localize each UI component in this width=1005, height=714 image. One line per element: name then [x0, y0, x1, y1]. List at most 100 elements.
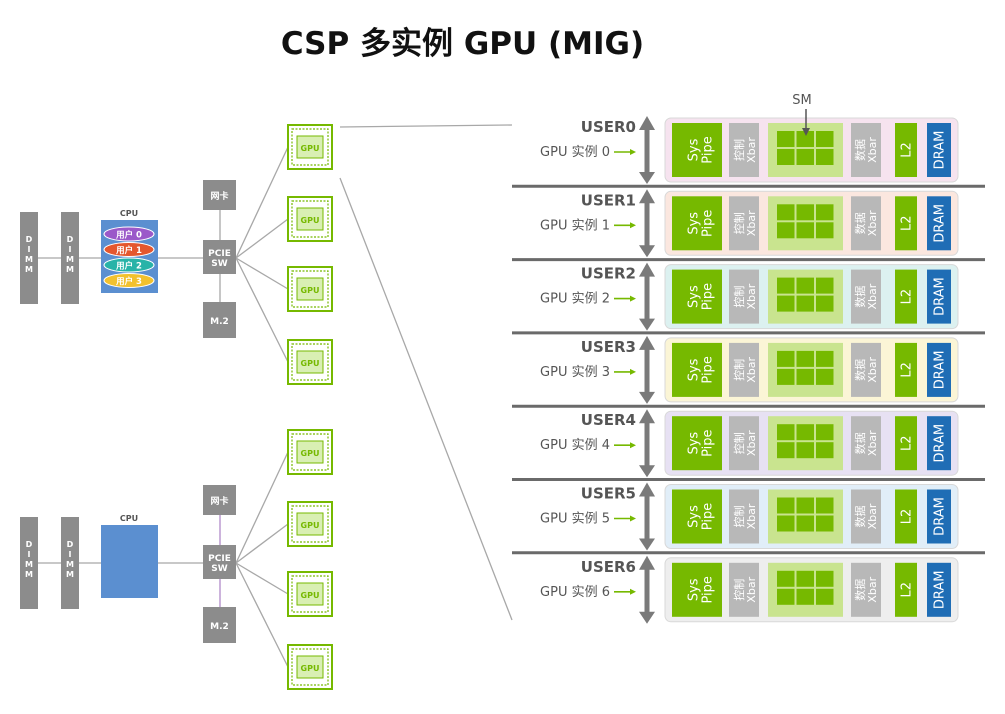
- instance-arrow-head: [630, 368, 636, 375]
- instance-label: GPU 实例 6: [540, 585, 610, 600]
- data-xbar-box: [851, 416, 881, 471]
- gpu-chip-1-2: GPU: [287, 571, 333, 617]
- dimm-letter: I: [28, 550, 31, 559]
- dram-box: [927, 269, 951, 324]
- pcie-switch-0-label: PCIE: [208, 249, 231, 259]
- gpu-chip-die: [296, 350, 324, 374]
- sm-unit: [796, 350, 814, 367]
- sm-unit: [796, 442, 814, 459]
- sys-pipe-label: SysPipe: [686, 283, 715, 310]
- link-line: [235, 218, 289, 259]
- ctrl-xbar-label: 控制Xbar: [732, 283, 758, 309]
- sm-unit: [777, 222, 795, 239]
- sm-unit: [777, 295, 795, 312]
- dram-box: [927, 489, 951, 544]
- ctrl-xbar-label-line: 控制: [732, 359, 746, 381]
- instance-arrow-head: [630, 149, 636, 155]
- link-line: [235, 523, 289, 564]
- sys-pipe-label-line: Sys: [686, 285, 701, 308]
- ctrl-xbar-label-line: Xbar: [745, 137, 758, 163]
- data-xbar-label: 数据Xbar: [853, 576, 879, 602]
- gpu-chip-pins: [291, 575, 329, 613]
- dram-box: [927, 196, 951, 251]
- cpu-user-2: 用户 2: [103, 257, 155, 273]
- page-title: CSP 多实例 GPU (MIG): [280, 26, 645, 62]
- ctrl-xbar-label-line: Xbar: [745, 210, 758, 236]
- data-xbar-box: [851, 562, 881, 617]
- dimm-letter: M: [66, 560, 74, 569]
- ctrl-xbar-label-line: 控制: [732, 139, 746, 161]
- ctrl-xbar-label-line: 控制: [732, 506, 746, 528]
- dram-label-line: DRAM: [933, 131, 948, 170]
- link-line: [235, 146, 289, 259]
- data-xbar-label-line: 数据: [853, 359, 867, 381]
- data-xbar-label-line: Xbar: [866, 576, 879, 602]
- sm-unit: [796, 204, 814, 221]
- range-arrow-down: [639, 611, 655, 624]
- pcie-switch-0-box: [203, 240, 236, 274]
- data-xbar-label-line: 数据: [853, 579, 867, 601]
- sm-unit: [777, 424, 795, 441]
- data-xbar-label: 数据Xbar: [853, 357, 879, 383]
- data-xbar-box: [851, 342, 881, 397]
- link-line: [235, 257, 289, 290]
- sm-unit: [777, 515, 795, 532]
- nic-1-label: 网卡: [210, 495, 228, 507]
- gpu-chip-die: [296, 207, 324, 231]
- sys-pipe-box: [672, 416, 722, 471]
- l2-label: L2: [900, 142, 915, 158]
- sm-unit: [796, 570, 814, 587]
- ctrl-xbar-label-line: Xbar: [745, 430, 758, 456]
- dimm-letter: D: [67, 235, 74, 244]
- link-line: [235, 257, 289, 363]
- sys-pipe-label-line: Pipe: [701, 283, 716, 310]
- dimm-letter: I: [69, 245, 72, 254]
- ctrl-xbar-label-line: Xbar: [745, 503, 758, 529]
- user-label: USER1: [581, 191, 636, 209]
- sm-callout-label: SM: [792, 93, 811, 108]
- range-arrow-down: [639, 318, 655, 331]
- dram-label-line: DRAM: [933, 424, 948, 463]
- l2-label-line: L2: [900, 362, 915, 378]
- server-0-links: [20, 146, 289, 363]
- ctrl-xbar-label: 控制Xbar: [732, 430, 758, 456]
- dram-box: [927, 416, 951, 471]
- cpu-user-pill: [103, 273, 155, 288]
- data-xbar-label-line: Xbar: [866, 503, 879, 529]
- sm-unit: [777, 497, 795, 514]
- gpu-label: GPU: [301, 664, 320, 673]
- data-xbar-label: 数据Xbar: [853, 503, 879, 529]
- ctrl-xbar-label-line: Xbar: [745, 576, 758, 602]
- sm-unit: [777, 368, 795, 385]
- gpu-chip-pins: [291, 270, 329, 308]
- sys-pipe-box: [672, 342, 722, 397]
- cpu-label: CPU: [120, 209, 138, 218]
- gpu-label: GPU: [301, 359, 320, 368]
- sm-unit: [796, 131, 814, 147]
- l2-box: [895, 123, 917, 177]
- m2-1-box: [203, 607, 236, 643]
- gpu-chip-outline: [287, 501, 333, 547]
- sys-pipe-label-line: Sys: [686, 505, 701, 528]
- range-arrow-up: [639, 482, 655, 497]
- ctrl-xbar-label-line: 控制: [732, 432, 746, 454]
- instance-label: GPU 实例 0: [540, 145, 610, 160]
- l2-box: [895, 562, 917, 617]
- gpu-chip-0-3: GPU: [287, 339, 333, 385]
- dram-label: DRAM: [933, 497, 948, 536]
- sm-unit: [796, 368, 814, 385]
- user-label: USER0: [581, 118, 636, 136]
- data-xbar-label-line: 数据: [853, 139, 867, 161]
- sm-unit: [816, 515, 834, 532]
- zoom-line-top: [339, 124, 513, 128]
- gpu-chip-pins: [291, 200, 329, 238]
- dimm-letter: M: [25, 265, 33, 274]
- sys-pipe-box: [672, 489, 722, 544]
- sm-unit: [777, 442, 795, 459]
- l2-label: L2: [900, 582, 915, 598]
